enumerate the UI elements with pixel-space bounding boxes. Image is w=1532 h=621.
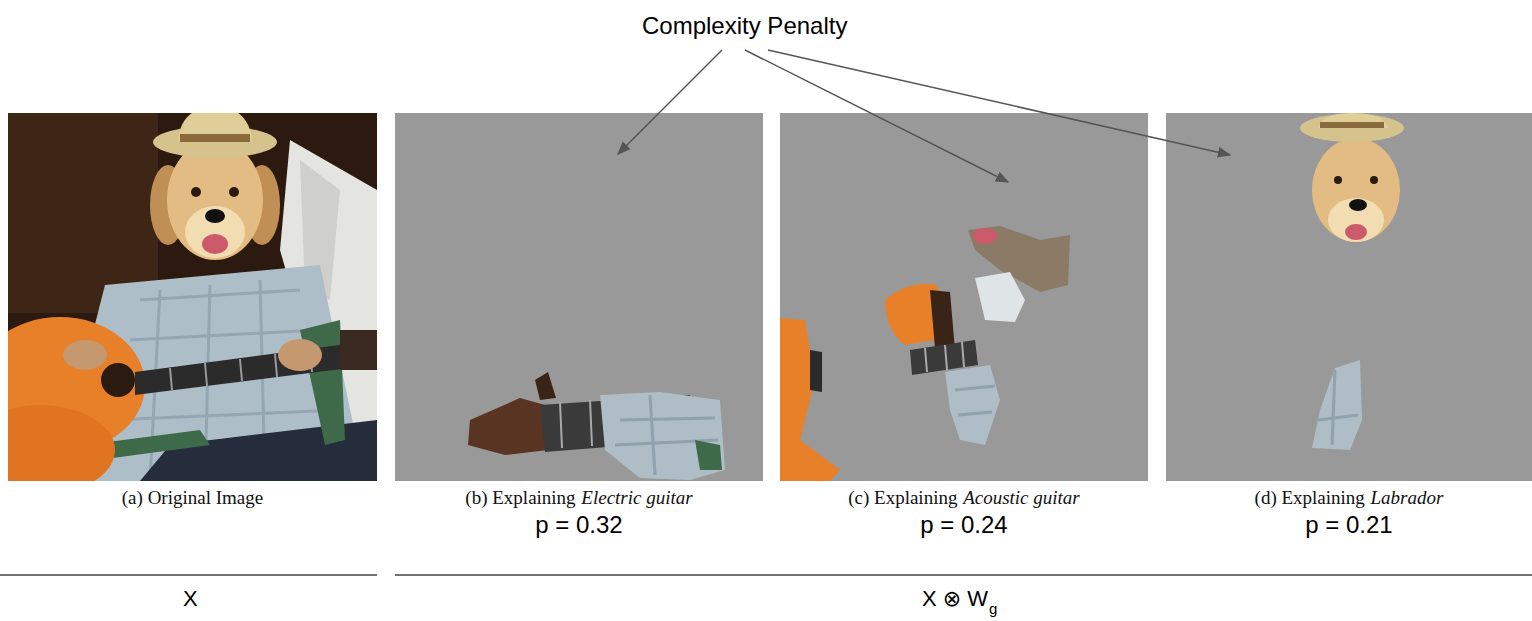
rule-line (0, 574, 377, 576)
panel-caption: Labrador (1371, 487, 1444, 508)
caption-line: (a) Original Image (8, 485, 377, 510)
caption-line: (b) Explaining Electric guitar (395, 485, 763, 510)
panel-caption: Acoustic guitar (963, 487, 1080, 508)
math-label: X (183, 586, 198, 612)
panel-caption: (c) Explaining (848, 487, 957, 508)
probability-value: p = 0.32 (535, 511, 622, 538)
panel-caption: (b) Explaining (465, 487, 575, 508)
caption-line: p = 0.32 (395, 510, 763, 540)
caption-line: p = 0.24 (780, 510, 1148, 540)
panel-caption: (d) Explaining (1255, 487, 1365, 508)
image-panel: (c) Explaining Acoustic guitar p = 0.24 (780, 113, 1148, 540)
masked-image (1166, 113, 1532, 481)
math-label: X ⊗ W (922, 586, 988, 612)
panel-caption: Electric guitar (581, 487, 692, 508)
image-panel: (d) Explaining Labrador p = 0.21 (1166, 113, 1532, 540)
caption-line: (d) Explaining Labrador (1166, 485, 1532, 510)
rule-line (395, 574, 1532, 576)
panel-caption: (a) Original Image (122, 487, 263, 508)
callout-label: Complexity Penalty (642, 12, 847, 40)
image-panel: (b) Explaining Electric guitar p = 0.32 (395, 113, 763, 540)
caption-line: (c) Explaining Acoustic guitar (780, 485, 1148, 510)
math-subscript: g (989, 600, 997, 617)
leader-arrows (618, 50, 1230, 182)
image-panel: (a) Original Image (8, 113, 377, 510)
caption-line: p = 0.21 (1166, 510, 1532, 540)
probability-value: p = 0.24 (920, 511, 1007, 538)
probability-value: p = 0.21 (1305, 511, 1392, 538)
masked-image (395, 113, 763, 481)
masked-image (780, 113, 1148, 481)
original-photo (8, 113, 377, 481)
